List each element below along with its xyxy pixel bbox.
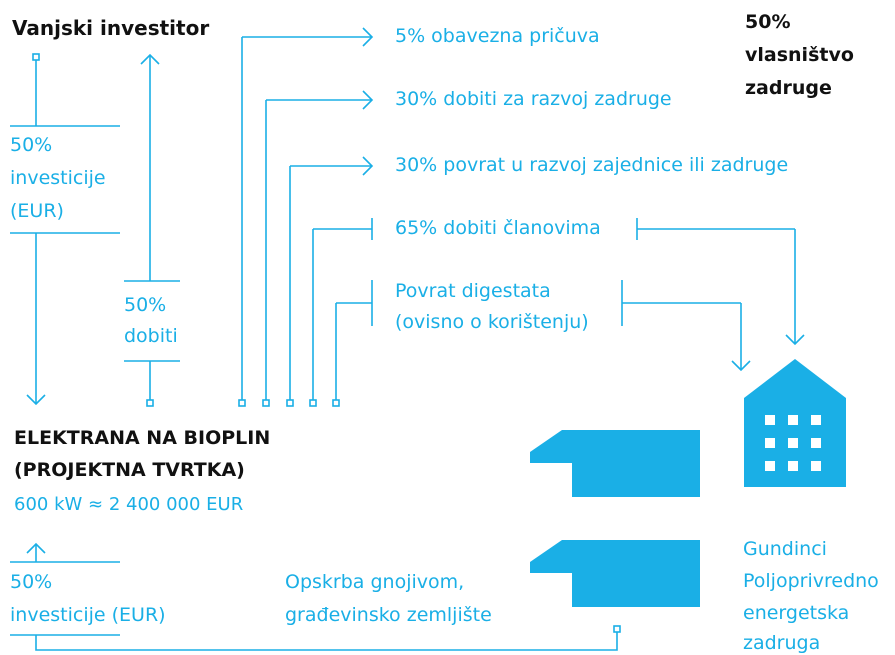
flow-label-members: 65% dobiti članovima <box>395 217 601 239</box>
investment-percent: 50% <box>10 134 53 156</box>
investment-label: investicije <box>10 167 106 189</box>
farm-barn-icon <box>530 430 700 497</box>
plant-capacity: 600 kW ≈ 2 400 000 EUR <box>14 494 244 515</box>
ownership-percent: 50% <box>745 11 791 33</box>
apartment-building-icon <box>744 359 846 487</box>
plant-title: ELEKTRANA NA BIOPLIN <box>14 427 271 449</box>
flow-label-community: 30% povrat u razvoj zajednice ili zadrug… <box>395 154 789 176</box>
bottom-investment-percent: 50% <box>10 571 53 593</box>
plant-subtitle: (PROJEKTNA TVRTKA) <box>14 459 245 481</box>
farm-barn-icon <box>530 540 700 607</box>
flow-label-digestate-note: (ovisno o korištenju) <box>395 311 589 333</box>
investor-title: Vanjski investitor <box>12 16 210 40</box>
cooperative-name-1: Gundinci <box>743 538 827 560</box>
profit-label: dobiti <box>124 325 178 347</box>
flow-label-development: 30% dobiti za razvoj zadruge <box>395 88 672 110</box>
investment-currency: (EUR) <box>10 200 64 222</box>
bottom-investment-label: investicije (EUR) <box>10 604 166 626</box>
ownership-label-2: zadruge <box>745 77 832 99</box>
supply-label-1: Opskrba gnojivom, <box>285 571 465 593</box>
flow-label-digestate: Povrat digestata <box>395 280 551 302</box>
ownership-label-1: vlasništvo <box>745 44 854 66</box>
cooperative-name-2: Poljoprivredno <box>743 570 879 592</box>
flow-label-reserve: 5% obavezna pričuva <box>395 25 600 47</box>
profit-percent: 50% <box>124 294 167 316</box>
supply-label-2: građevinsko zemljište <box>285 604 492 626</box>
cooperative-name-3: energetska <box>743 602 850 624</box>
cooperative-name-4: zadruga <box>743 632 821 654</box>
